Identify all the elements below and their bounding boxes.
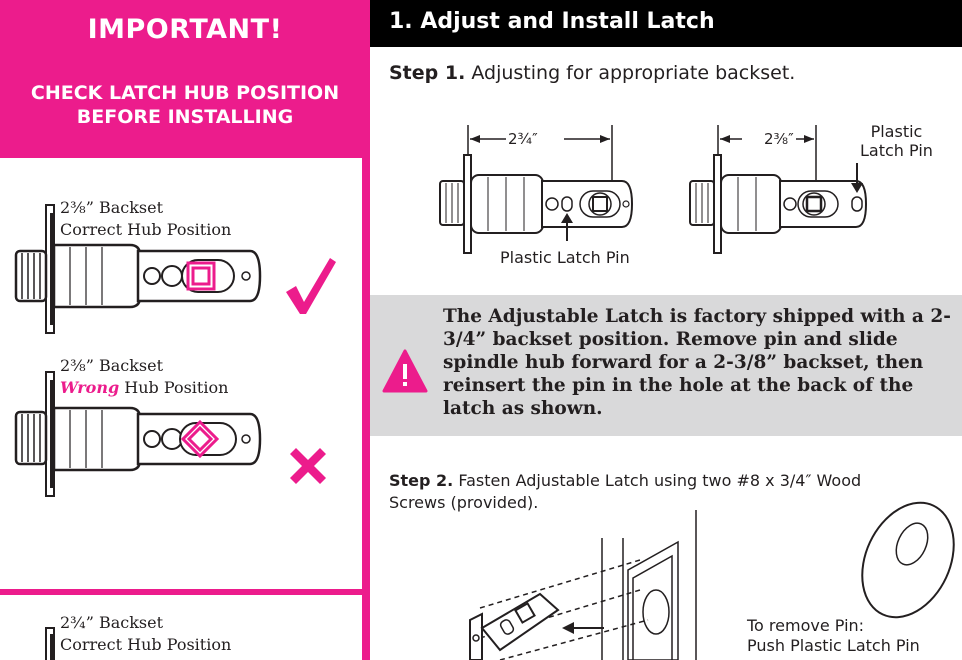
remove-pin-line-2: Push Plastic Latch Pin: [747, 636, 920, 655]
dim-label-2-3-8: 2⅜″: [764, 130, 794, 148]
important-subtitle: CHECK LATCH HUB POSITION BEFORE INSTALLI…: [0, 81, 370, 129]
example-3-hub-text: Correct Hub Position: [60, 635, 232, 654]
door-install-diagram: [469, 501, 955, 660]
latch-illustration-3: [45, 627, 55, 660]
step-2-label: Step 2.: [389, 471, 454, 490]
important-line-2: BEFORE INSTALLING: [76, 106, 294, 128]
important-title: IMPORTANT!: [87, 14, 283, 45]
pin-label-b-line-1: Plastic: [870, 122, 923, 141]
latch-diagram-2-3-8: [689, 125, 868, 254]
example-1-caption: 2⅜” Backset Correct Hub Position: [60, 197, 231, 241]
latch-illustration-2: [14, 371, 262, 497]
remove-pin-line-1: To remove Pin:: [747, 616, 865, 635]
example-3-hub: Correct Hub Position: [60, 634, 231, 656]
important-banner: IMPORTANT! CHECK LATCH HUB POSITION BEFO…: [0, 0, 370, 158]
right-panel: 1. Adjust and Install Latch Step 1. Adju…: [370, 0, 962, 660]
dim-label-2-3-4: 2¾″: [508, 130, 538, 148]
pin-label-b: Plastic Latch Pin: [860, 122, 933, 160]
check-mark-icon: [286, 258, 336, 314]
example-2-caption: 2⅜” Backset Wrong Hub Position: [60, 355, 228, 399]
important-line-1: CHECK LATCH HUB POSITION: [30, 82, 340, 104]
warning-icon: [382, 349, 428, 393]
pin-label-a: Plastic Latch Pin: [500, 248, 630, 267]
frame-right-border: [362, 158, 370, 660]
left-panel: IMPORTANT! CHECK LATCH HUB POSITION BEFO…: [0, 0, 370, 660]
frame-divider: [0, 589, 370, 595]
example-1-hub-text: Correct Hub Position: [60, 220, 232, 239]
example-2-wrong-word: Wrong: [60, 378, 120, 397]
latch-diagram-2-3-4: [439, 125, 634, 254]
x-mark-icon: [290, 448, 326, 484]
example-2-hub: Wrong Hub Position: [60, 377, 228, 399]
factory-note: The Adjustable Latch is factory shipped …: [370, 295, 962, 436]
example-2-backset: 2⅜” Backset: [60, 356, 164, 375]
example-3-caption: 2¾” Backset Correct Hub Position: [60, 612, 231, 656]
latch-illustration-1: [14, 204, 262, 334]
example-1-backset: 2⅜” Backset: [60, 198, 164, 217]
pin-label-b-line-2: Latch Pin: [860, 141, 933, 160]
step-1-label: Step 1.: [389, 62, 466, 84]
section-title: 1. Adjust and Install Latch: [389, 9, 715, 34]
example-2-hub-text: Hub Position: [119, 378, 229, 397]
step-2-line: Step 2. Fasten Adjustable Latch using tw…: [389, 470, 909, 514]
factory-note-text: The Adjustable Latch is factory shipped …: [443, 306, 951, 419]
example-1-hub: Correct Hub Position: [60, 219, 231, 241]
section-header: 1. Adjust and Install Latch: [370, 0, 962, 47]
remove-pin-label: To remove Pin: Push Plastic Latch Pin: [747, 616, 920, 656]
step-2-text: Fasten Adjustable Latch using two #8 x 3…: [389, 471, 862, 512]
step-1-line: Step 1. Adjusting for appropriate backse…: [389, 62, 795, 84]
example-3-backset: 2¾” Backset: [60, 613, 164, 632]
step-1-text: Adjusting for appropriate backset.: [465, 62, 796, 84]
examples-frame: [0, 158, 370, 660]
